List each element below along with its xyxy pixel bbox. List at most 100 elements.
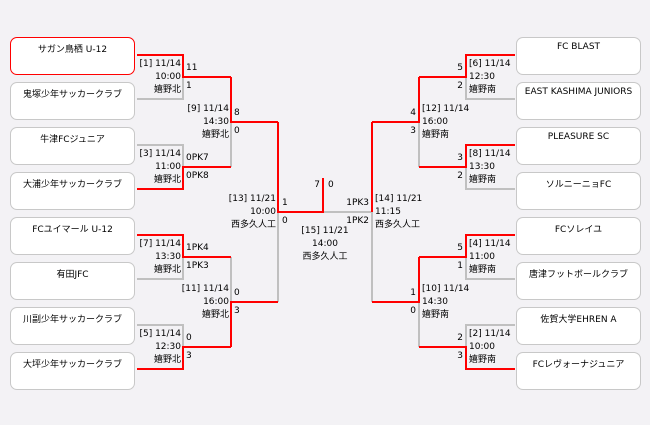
match-venue: 嬉野北 <box>201 310 229 320</box>
match-label: [6] 11/14 <box>469 59 511 69</box>
winner-line <box>230 77 278 123</box>
winner-line <box>372 77 420 123</box>
match-venue: 嬉野北 <box>153 355 181 365</box>
score-bottom: 0 <box>234 126 240 136</box>
match-time: 16:00 <box>422 117 448 127</box>
team-box[interactable]: 唐津フットボールクラブ <box>516 262 641 300</box>
match-info: [7] 11/14 13:30 嬉野北 <box>139 238 181 277</box>
score-top: 5 <box>457 243 463 253</box>
match-time: 16:00 <box>203 297 229 307</box>
bracket-line <box>137 324 184 347</box>
score-top: 1 <box>410 288 416 298</box>
match-time: 13:30 <box>155 252 181 262</box>
team-box[interactable]: FCソレイユ <box>516 217 641 255</box>
winner-line <box>137 54 231 78</box>
score-bottom: 1PK3 <box>186 261 209 271</box>
bracket-line <box>465 257 515 280</box>
match-time: 13:30 <box>469 162 495 172</box>
team-box[interactable]: 大坪少年サッカークラブ <box>10 352 135 390</box>
score-top: 5 <box>457 63 463 73</box>
match-time: 11:00 <box>155 162 181 172</box>
winner-line <box>419 234 515 258</box>
match-label: [1] 11/14 <box>139 59 181 69</box>
match-venue: 西多久人工 <box>302 252 348 262</box>
match-time: 12:30 <box>155 342 181 352</box>
final-score-left: 7 <box>314 180 320 190</box>
match-time: 10:00 <box>250 207 276 217</box>
match-label: [2] 11/14 <box>469 329 511 339</box>
match-label: [10] 11/14 <box>422 284 470 294</box>
score-bottom: 0PK8 <box>186 171 209 181</box>
winner-line <box>137 166 231 190</box>
match-label: [11] 11/14 <box>181 284 229 294</box>
match-label: [3] 11/14 <box>139 149 181 159</box>
score-top: 1PK3 <box>346 198 369 208</box>
team-box[interactable]: FCレヴォーナジュニア <box>516 352 641 390</box>
team-box[interactable]: FC BLAST <box>516 37 641 75</box>
winner-line <box>419 54 515 78</box>
winner-line <box>419 144 515 168</box>
match-venue: 西多久人工 <box>230 220 276 230</box>
winner-line <box>277 122 324 213</box>
team-box[interactable]: PLEASURE SC <box>516 127 641 165</box>
team-box[interactable]: サガン鳥栖 U-12 <box>10 37 135 75</box>
match-venue: 嬉野南 <box>422 130 450 140</box>
match-venue: 嬉野南 <box>469 85 497 95</box>
score-bottom: 2 <box>457 81 463 91</box>
team-box[interactable]: 鬼塚少年サッカークラブ <box>10 82 135 120</box>
team-box[interactable]: FCユイマール U-12 <box>10 217 135 255</box>
match-time: 11:15 <box>375 207 401 217</box>
match-info: [11] 11/14 16:00 嬉野北 <box>182 283 229 322</box>
match-label: [13] 11/21 <box>228 194 276 204</box>
score-top: 1 <box>282 198 288 208</box>
match-time: 11:00 <box>469 252 495 262</box>
bracket-line <box>137 77 184 100</box>
match-venue: 嬉野北 <box>201 130 229 140</box>
score-bottom: 3 <box>234 306 240 316</box>
bracket-line <box>137 144 184 167</box>
score-top: 2 <box>457 333 463 343</box>
match-venue: 嬉野南 <box>469 355 497 365</box>
match-venue: 嬉野南 <box>422 310 450 320</box>
winner-line <box>372 257 420 303</box>
final-score-right: 0 <box>328 180 334 190</box>
match-time: 14:30 <box>203 117 229 127</box>
match-time: 14:00 <box>312 239 338 249</box>
bracket-line <box>465 77 515 100</box>
score-top: 1PK4 <box>186 243 209 253</box>
match-venue: 嬉野北 <box>153 265 181 275</box>
team-box[interactable]: 有田JFC <box>10 262 135 300</box>
score-bottom: 1 <box>186 81 192 91</box>
team-box[interactable]: 川副少年サッカークラブ <box>10 307 135 345</box>
team-box[interactable]: 牛津FCジュニア <box>10 127 135 165</box>
team-box[interactable]: 佐賀大学EHREN A <box>516 307 641 345</box>
match-label: [12] 11/14 <box>422 104 470 114</box>
bracket-line <box>465 167 515 190</box>
team-box[interactable]: 大浦少年サッカークラブ <box>10 172 135 210</box>
score-bottom: 0 <box>410 306 416 316</box>
score-bottom: 3 <box>186 351 192 361</box>
score-top: 0 <box>186 333 192 343</box>
score-bottom: 1PK2 <box>346 216 369 226</box>
match-info: [13] 11/21 10:00 西多久人工 <box>229 193 276 232</box>
score-bottom: 3 <box>457 351 463 361</box>
score-top: 0 <box>234 288 240 298</box>
score-top: 4 <box>410 108 416 118</box>
team-box[interactable]: ソルニーニョFC <box>516 172 641 210</box>
match-label: [8] 11/14 <box>469 149 511 159</box>
match-label: [7] 11/14 <box>139 239 181 249</box>
score-bottom: 2 <box>457 171 463 181</box>
team-box[interactable]: EAST KASHIMA JUNIORS <box>516 82 641 120</box>
score-top: 0PK7 <box>186 153 209 163</box>
